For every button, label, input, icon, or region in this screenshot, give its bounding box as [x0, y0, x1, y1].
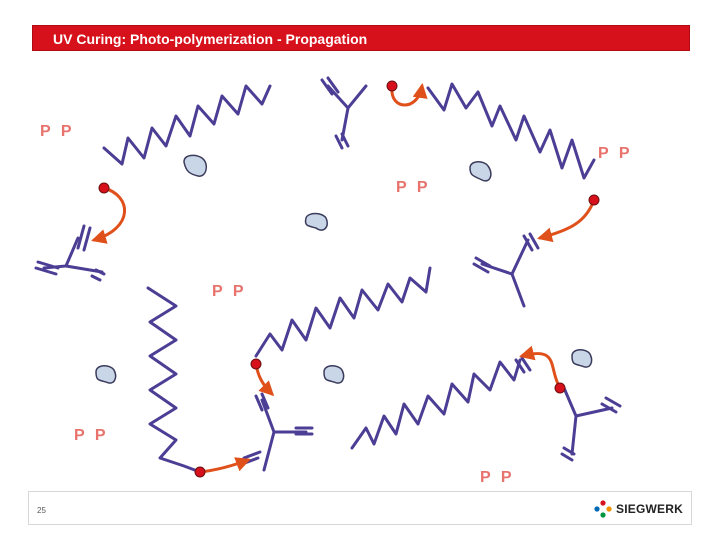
- photoinitiator-blob-icon: [469, 161, 492, 182]
- reaction-arrow: [198, 457, 251, 474]
- radical-dot-icon: [386, 80, 398, 92]
- reaction-arrow: [390, 83, 428, 107]
- slide-title: UV Curing: Photo-polymerization - Propag…: [53, 31, 368, 47]
- monomer-fork: [320, 76, 368, 150]
- page-number: 25: [37, 506, 46, 515]
- radical-dot-icon: [194, 466, 206, 478]
- reaction-arrow: [537, 198, 596, 243]
- radical-dot-icon: [588, 194, 600, 206]
- radical-dot-icon: [98, 182, 110, 194]
- polymer-chain: [146, 286, 202, 474]
- monomer-fork: [240, 392, 314, 472]
- photoinitiator-blob-icon: [323, 365, 345, 384]
- polymer-chain: [102, 84, 272, 166]
- slide-title-bar: UV Curing: Photo-polymerization - Propag…: [32, 25, 690, 51]
- monomer-fork: [514, 356, 622, 462]
- siegwerk-logo-icon: [594, 500, 612, 518]
- photoinitiator-blob-icon: [571, 349, 593, 368]
- monomer-fork: [472, 232, 540, 308]
- slide-footer: 25 SIEGWERK: [28, 491, 692, 525]
- monomer-fork: [34, 224, 106, 282]
- radical-dot-icon: [250, 358, 262, 370]
- pp-label: P P: [74, 427, 109, 444]
- reaction-arrow: [91, 186, 127, 244]
- pp-label: P P: [396, 179, 431, 196]
- reaction-arrow: [519, 345, 562, 390]
- polymer-chain: [350, 358, 522, 450]
- polymer-chain: [426, 82, 596, 180]
- polymer-chain: [254, 266, 432, 358]
- brand-logo: SIEGWERK: [594, 500, 683, 518]
- pp-label: P P: [480, 469, 515, 486]
- pp-label: P P: [598, 145, 633, 162]
- photoinitiator-blob-icon: [183, 154, 208, 177]
- pp-label: P P: [40, 123, 75, 140]
- brand-name: SIEGWERK: [616, 502, 683, 516]
- radical-dot-icon: [554, 382, 566, 394]
- pp-label: P P: [212, 283, 247, 300]
- photoinitiator-blob-icon: [304, 212, 328, 231]
- photoinitiator-blob-icon: [95, 365, 117, 384]
